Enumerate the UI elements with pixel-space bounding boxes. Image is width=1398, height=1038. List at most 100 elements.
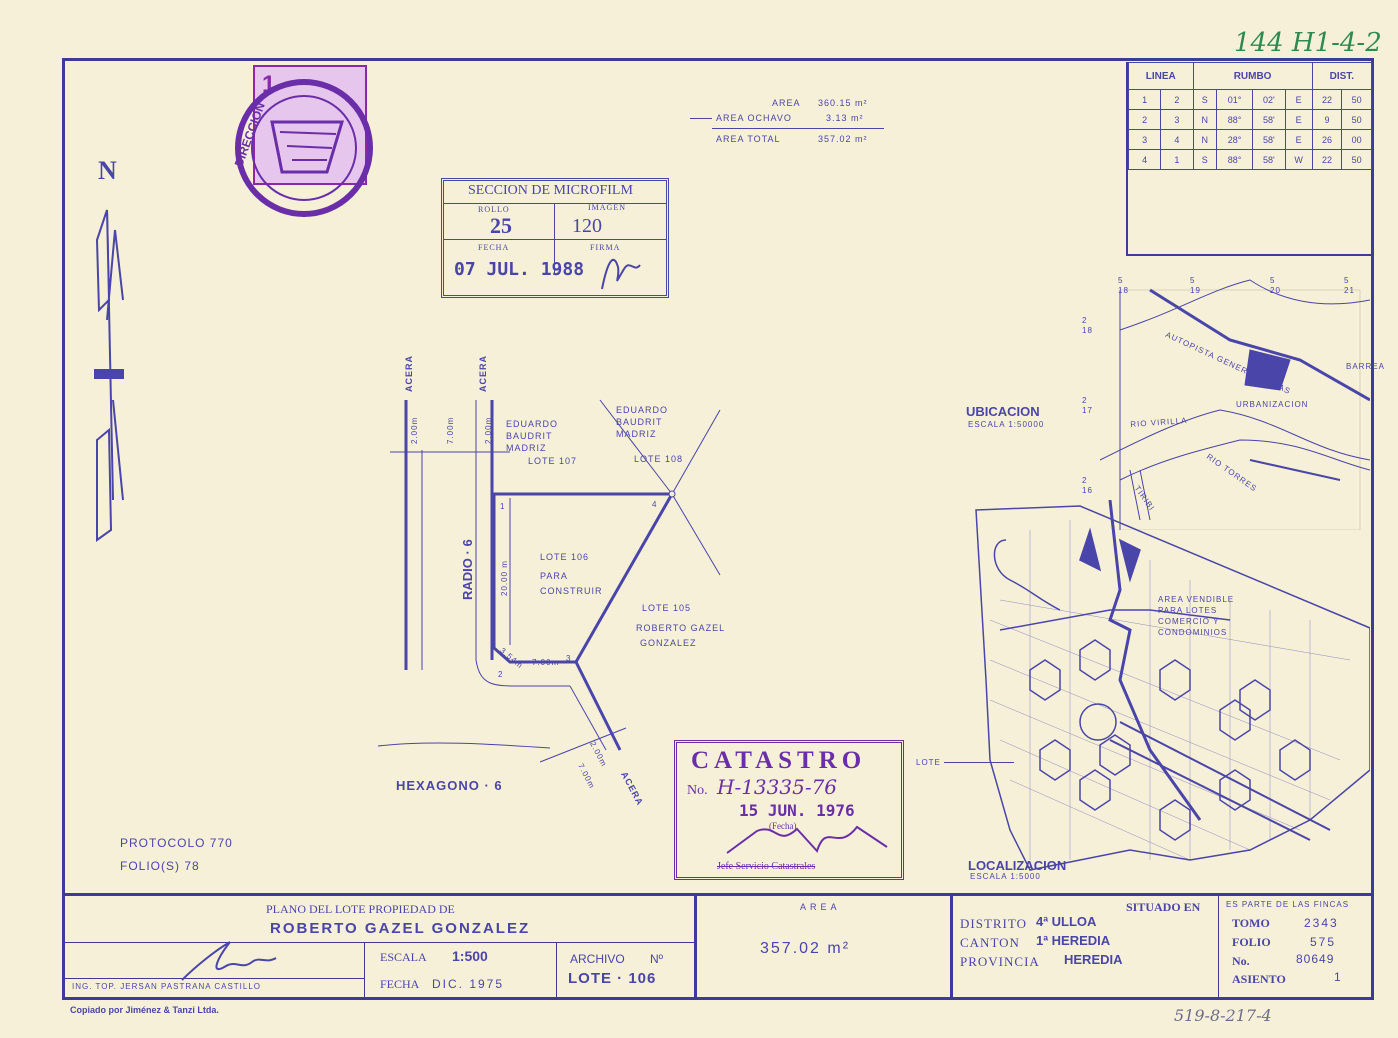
cell: 88°	[1216, 109, 1253, 130]
cell: 3	[1127, 129, 1162, 150]
radio-label: RADIO · 6	[460, 539, 475, 600]
title-block-divider-5	[556, 942, 557, 1000]
bottom-reference-note: 519-8-217-4	[1174, 1006, 1272, 1025]
lote-108-label: LOTE 108	[634, 454, 684, 464]
title-block-divider-4	[364, 942, 365, 1000]
header-rumbo: RUMBO	[1192, 62, 1313, 90]
area-underline	[712, 128, 884, 129]
vertex-1: 1	[500, 502, 506, 511]
table-spacer	[1129, 170, 1372, 245]
vertex-2: 2	[498, 670, 504, 679]
lote-105-label: LOTE 105	[642, 603, 692, 613]
protocolo-label: PROTOCOLO 770	[120, 836, 233, 850]
cell: 22	[1311, 149, 1343, 170]
asiento-label: ASIENTO	[1232, 972, 1286, 986]
cell: 50	[1341, 109, 1372, 130]
cell: E	[1284, 129, 1313, 150]
fecha-value-tb: DIC. 1975	[432, 977, 505, 991]
cell: S	[1192, 149, 1218, 170]
lot-plan-drawing	[377, 399, 721, 763]
no-value-tb: 80649	[1296, 952, 1335, 966]
lote-pointer-label: LOTE	[916, 758, 941, 767]
engineer-name: ING. TOP. JERSAN PASTRANA CASTILLO	[72, 982, 262, 991]
archivo-label: ARCHIVO	[570, 952, 625, 966]
tomo-value: 2343	[1304, 916, 1339, 930]
header-linea: LINEA	[1128, 62, 1194, 90]
archivo-no-label: Nº	[650, 952, 664, 966]
cell: 3	[1160, 109, 1194, 130]
north-label: N	[98, 156, 117, 185]
header-dist: DIST.	[1311, 62, 1373, 90]
cell: N	[1192, 109, 1218, 130]
cell: 26	[1311, 129, 1343, 150]
cell: 1	[1160, 149, 1194, 170]
dim-200-right: 2.00m	[484, 416, 493, 444]
owner-lote-107: EDUARDO BAUDRIT MADRIZ	[506, 419, 559, 453]
cell: N	[1192, 129, 1218, 150]
cell: 88°	[1216, 149, 1253, 170]
firma-label: FIRMA	[590, 243, 621, 252]
total-value: 357.02 m²	[818, 134, 868, 144]
owner-lote-108: EDUARDO BAUDRIT MADRIZ	[616, 405, 669, 439]
owner-105a: ROBERTO GAZEL	[636, 623, 726, 633]
acera-label-left: ACERA	[404, 354, 414, 392]
distrito-label: DISTRITO	[960, 916, 1027, 931]
title-block-sig-rule	[62, 978, 364, 979]
title-block-divider-3	[1218, 896, 1219, 1000]
situado-label: SITUADO EN	[1126, 900, 1201, 914]
folio-label: FOLIO(S) 78	[120, 859, 200, 873]
ochavo-label: AREA OCHAVO	[716, 113, 792, 123]
dim-700-front: 7.00m	[532, 658, 560, 667]
cell: 22	[1311, 89, 1343, 110]
rollo-value: 25	[490, 213, 512, 238]
cell: W	[1284, 149, 1313, 170]
cell: 02'	[1251, 89, 1286, 110]
cell: 50	[1341, 149, 1372, 170]
cell: 01°	[1216, 89, 1253, 110]
ochavo-dash	[690, 118, 712, 119]
archivo-value: LOTE · 106	[568, 970, 657, 987]
grid-2-17: 2 17	[1082, 396, 1093, 415]
rollo-label: ROLLO	[478, 205, 510, 214]
catastro-signature-icon	[726, 825, 888, 854]
microfilm-title: SECCION DE MICROFILM	[468, 183, 633, 198]
tomo-label: TOMO	[1232, 916, 1270, 930]
microfilm-rule-2	[444, 239, 666, 240]
microfilm-rule	[444, 203, 666, 204]
ubicacion-title: UBICACION	[966, 404, 1040, 419]
cell: 00	[1341, 129, 1372, 150]
cell: 9	[1311, 109, 1343, 130]
title-block-divider-2	[950, 893, 953, 1000]
grid-5-20: 5 20	[1270, 276, 1281, 295]
folio-label-tb: FOLIO	[1232, 935, 1271, 949]
grid-2-18: 2 18	[1082, 316, 1093, 335]
fecha-label: FECHA	[478, 243, 510, 252]
distrito-value: 4ª ULLOA	[1036, 914, 1097, 929]
dim-700-street: 7.00m	[446, 416, 455, 444]
cell: 2	[1160, 89, 1194, 110]
cell: E	[1284, 109, 1313, 130]
title-block-top-rule	[62, 893, 1374, 896]
vertex-3: 3	[566, 654, 572, 663]
imagen-value: 120	[572, 215, 602, 237]
escala-value: 1:500	[452, 948, 488, 964]
localizacion-map	[975, 500, 1370, 871]
para-label: PARA	[540, 571, 568, 581]
cell: 58'	[1251, 129, 1286, 150]
cell: 4	[1127, 149, 1162, 170]
top-reference-note: 144 H1-4-2	[1234, 28, 1382, 58]
canton-label: CANTON	[960, 935, 1020, 950]
cell: E	[1284, 89, 1313, 110]
canton-value: 1ª HEREDIA	[1036, 933, 1111, 948]
hexagono-label: HEXAGONO · 6	[396, 778, 503, 793]
cell: 50	[1341, 89, 1372, 110]
provincia-label: PROVINCIA	[960, 954, 1040, 969]
cell: S	[1192, 89, 1218, 110]
localizacion-scale: ESCALA 1:5000	[970, 872, 1041, 881]
owner-105b: GONZALEZ	[640, 638, 697, 648]
barreal-label: BARREA	[1346, 362, 1385, 371]
no-label-tb: No.	[1232, 954, 1250, 968]
